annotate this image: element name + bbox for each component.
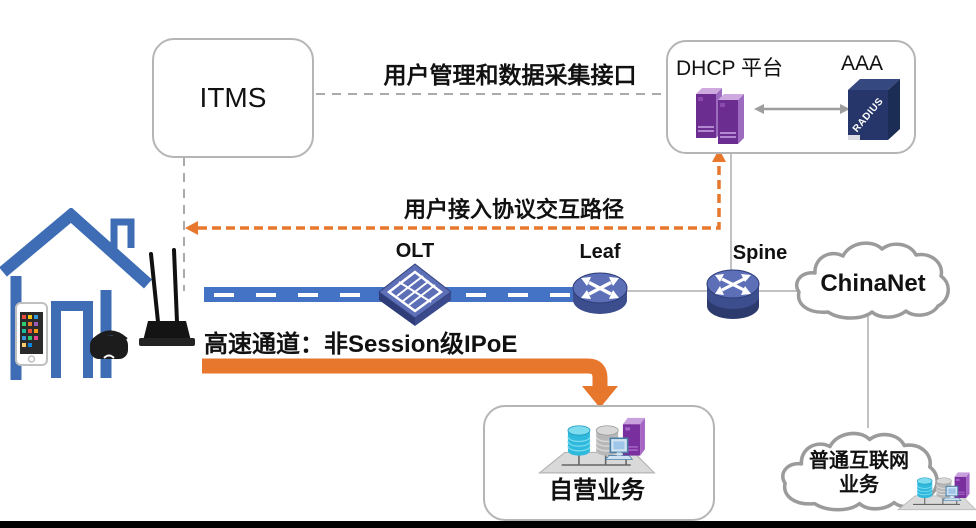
- dhcp-label: DHCP 平台: [676, 57, 783, 80]
- access-path-dashed-arrow: [185, 149, 726, 235]
- fast-channel-arrow: [202, 358, 618, 408]
- itms-dhcp-dashed-link: [316, 93, 664, 95]
- chinanet-label: ChinaNet: [820, 270, 926, 297]
- internet-business-cloud-icon: [781, 431, 939, 512]
- chinanet-cloud-icon: [794, 241, 950, 320]
- chinanet-internet-link: [867, 316, 869, 428]
- itms-home-dashed-link: [183, 157, 185, 291]
- wifi-router-icon: [139, 248, 195, 346]
- leaf-spine-chinanet-link: [604, 290, 802, 292]
- bottom-border: [0, 521, 976, 528]
- internet-business-label-line1: 普通互联网: [809, 450, 909, 472]
- spine-device-icon: [706, 269, 760, 319]
- top-interface-caption: 用户管理和数据采集接口: [383, 62, 637, 88]
- self-business-servers-icon: [538, 417, 656, 474]
- aaa-label: AAA: [841, 52, 884, 75]
- spine-label: Spine: [732, 242, 788, 264]
- itms-label: ITMS: [199, 82, 267, 113]
- smartphone-icon: [15, 302, 48, 366]
- leaf-label: Leaf: [579, 241, 621, 263]
- olt-device-icon: [378, 263, 452, 326]
- fast-channel-caption: 高速通道：非Session级IPoE: [204, 331, 518, 358]
- olt-label: OLT: [395, 240, 435, 262]
- dhcp-spine-link: [730, 152, 732, 274]
- itms-box: ITMS: [152, 38, 314, 158]
- leaf-device-icon: [572, 272, 628, 314]
- internet-business-servers-icon: [897, 471, 976, 511]
- vr-headset-icon: [90, 330, 128, 359]
- dhcp-aaa-arrow: [754, 104, 850, 114]
- internet-business-label-line2: 业务: [839, 474, 879, 496]
- self-business-label: 自营业务: [549, 477, 645, 504]
- home-icon: [0, 208, 195, 380]
- access-path-caption: 用户接入协议交互路径: [403, 197, 624, 222]
- aaa-radius-server-icon: RADIUS: [848, 79, 900, 140]
- dhcp-servers-icon: [696, 88, 744, 144]
